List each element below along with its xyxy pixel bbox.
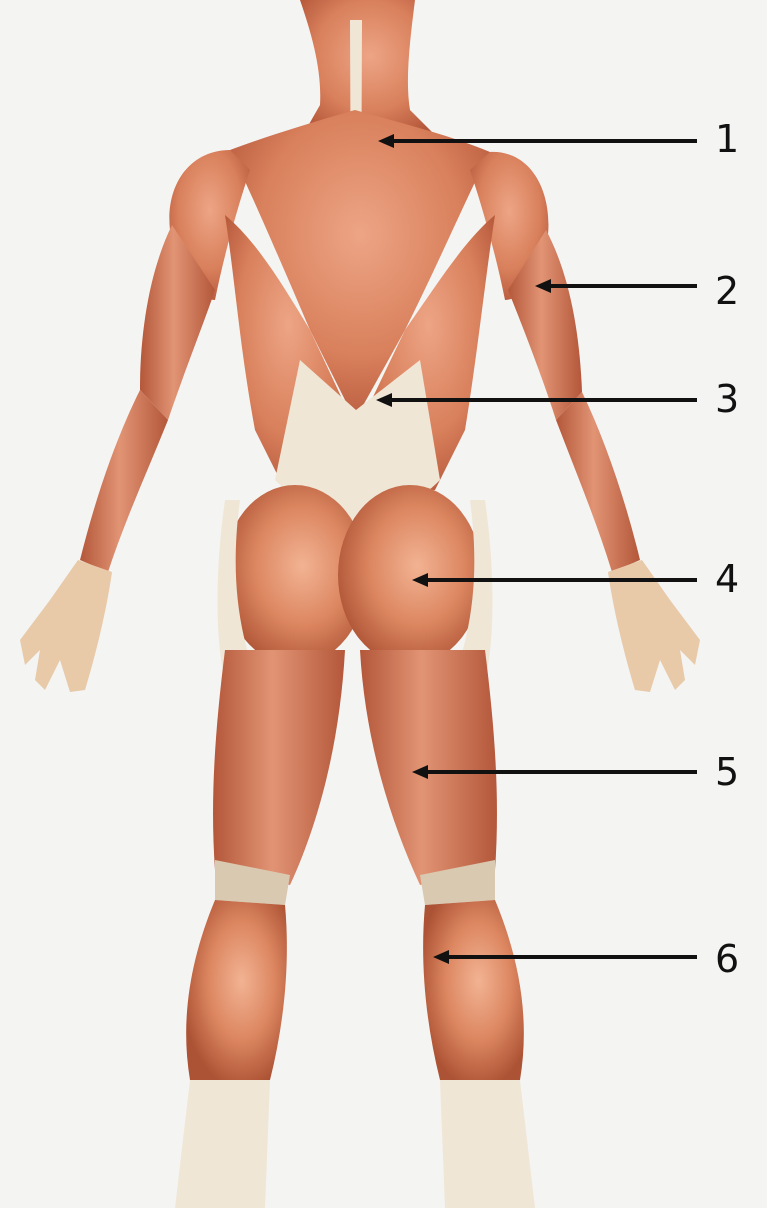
gluteus-right	[338, 485, 482, 665]
callout-number-2: 2	[715, 269, 739, 313]
callout-number-1: 1	[715, 117, 739, 161]
lower-leg-right	[440, 1080, 535, 1208]
calf-right	[423, 900, 524, 1080]
forearm-left	[80, 390, 168, 572]
callout-number-5: 5	[715, 750, 739, 794]
thigh-left	[213, 650, 345, 885]
forearm-right	[556, 392, 640, 572]
thigh-right	[360, 650, 497, 885]
callout-number-3: 3	[715, 377, 739, 421]
calf-left	[186, 900, 287, 1080]
human-muscular-back-figure	[20, 0, 700, 1208]
callout-numbers: 1 2 3 4 5 6	[715, 117, 739, 981]
callout-number-4: 4	[715, 557, 739, 601]
hand-left	[20, 560, 112, 692]
lower-leg-left	[175, 1080, 270, 1208]
callout-number-6: 6	[715, 937, 739, 981]
